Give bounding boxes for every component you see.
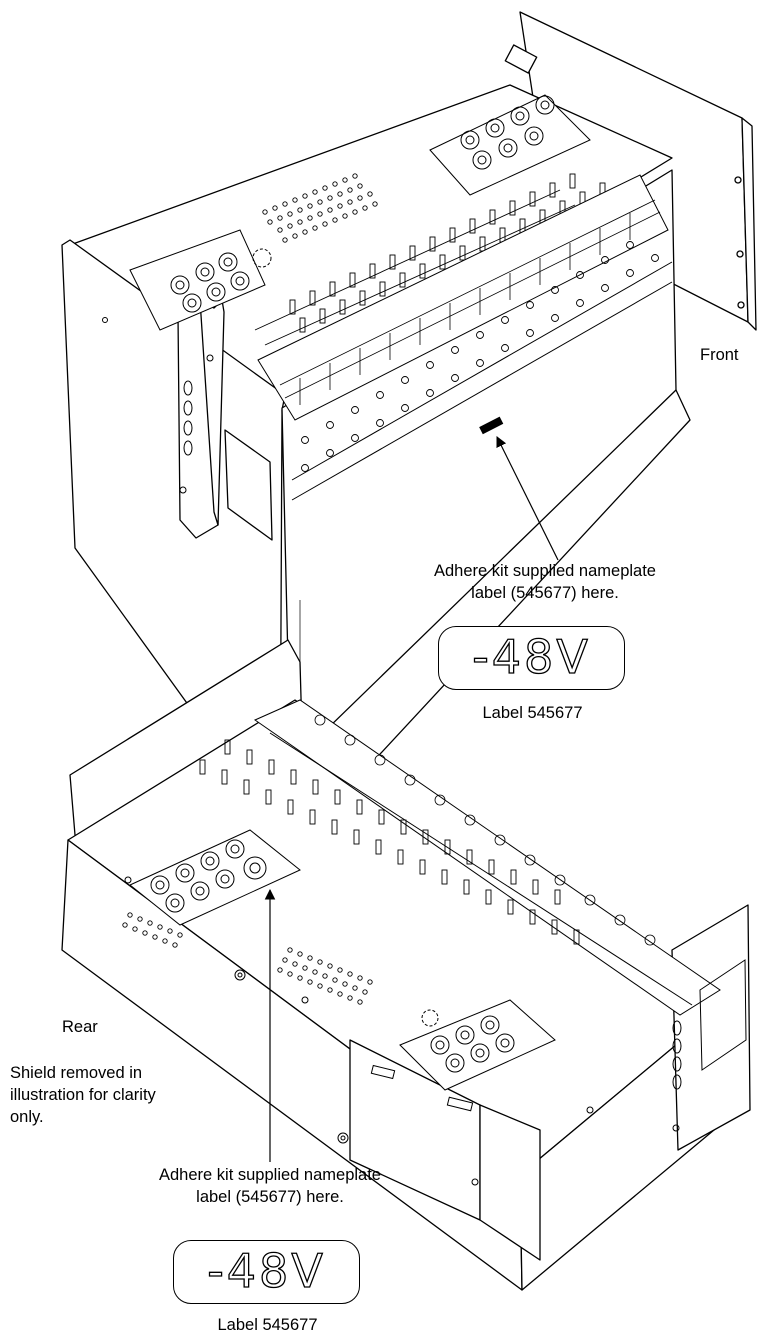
front-adhere-line2: label (545677) here. [471,584,619,602]
front-adhere-note: Adhere kit supplied nameplate label (545… [395,560,695,604]
nameplate-label-top: -48V [438,626,625,690]
nameplate-bottom-text: -48V [207,1243,326,1298]
nameplate-top-text: -48V [472,629,591,684]
shield-note: Shield removed in illustration for clari… [10,1062,156,1128]
front-leader-line [496,436,559,561]
rear-label: Rear [62,1018,98,1036]
rear-adhere-note: Adhere kit supplied nameplate label (545… [120,1164,420,1208]
shield-note-line2: illustration for clarity [10,1086,156,1104]
nameplate-top-caption: Label 545677 [482,704,583,722]
nameplate-label-bottom: -48V [173,1240,360,1304]
shield-note-line3: only. [10,1108,44,1126]
front-adhere-line1: Adhere kit supplied nameplate [434,562,656,580]
rear-view-details [122,699,747,1186]
front-label: Front [700,346,739,364]
front-view-chassis [61,11,757,833]
rear-adhere-line1: Adhere kit supplied nameplate [159,1166,381,1184]
front-view-details [102,94,673,823]
nameplate-bottom-caption: Label 545677 [217,1316,318,1334]
shield-note-line1: Shield removed in [10,1064,143,1082]
rear-adhere-line2: label (545677) here. [196,1188,344,1206]
rear-view-chassis [61,639,751,1291]
